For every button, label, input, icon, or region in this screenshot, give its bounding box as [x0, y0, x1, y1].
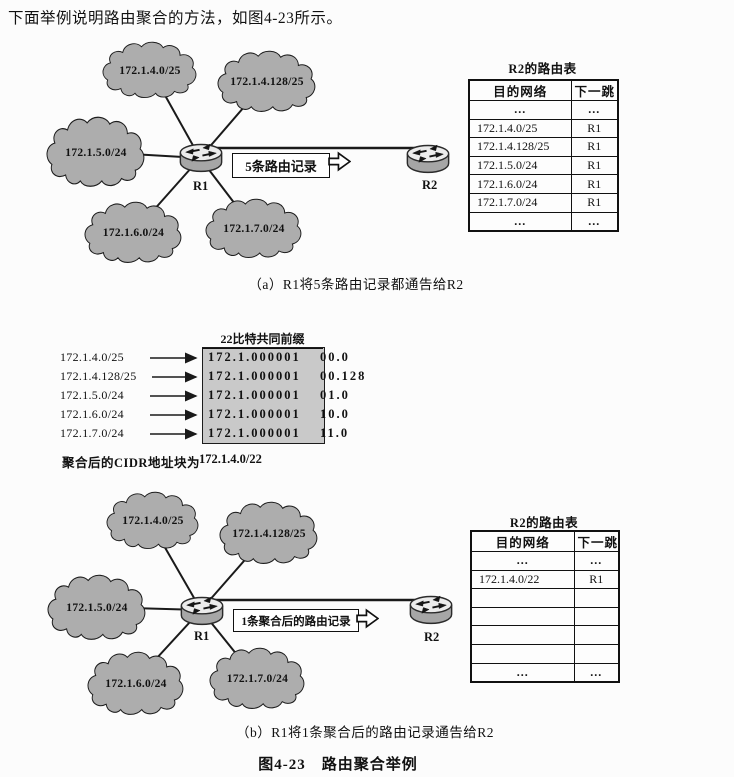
binary-suffix: 10.0	[320, 407, 350, 421]
network-cloud: 172.1.6.0/24	[87, 651, 184, 716]
table-row	[470, 588, 620, 608]
router-r1-icon	[178, 588, 226, 632]
binary-value: 172.1.000001 00.0	[208, 350, 350, 365]
table-row: ......	[470, 662, 620, 683]
table-row	[470, 606, 620, 627]
router-r2-icon	[404, 136, 452, 180]
router-label: R2	[422, 178, 438, 192]
col-header: 下一跳	[570, 79, 619, 101]
route-advert-label: 1条聚合后的路由记录	[241, 615, 351, 628]
network-cloud: 172.1.7.0/24	[205, 198, 302, 259]
router-r1-icon	[177, 135, 225, 179]
binary-prefix: 172.1.000001	[208, 426, 301, 440]
network-cloud: 172.1.4.128/25	[219, 501, 318, 565]
table-row	[470, 625, 620, 645]
col-header: 目的网络	[468, 79, 572, 101]
table-row: ......	[468, 211, 619, 232]
network-label: 172.1.4.0/25	[122, 514, 184, 527]
caption-a: （a）R1将5条路由记录都通告给R2	[248, 277, 464, 292]
network-label: 172.1.7.0/24	[223, 222, 285, 235]
route-advert-box: 5条路由记录	[232, 153, 330, 178]
block-arrow-icon	[328, 152, 351, 171]
router-label: R2	[424, 630, 440, 644]
network-label: 172.1.6.0/24	[102, 226, 165, 239]
binary-suffix: 01.0	[320, 388, 350, 402]
address-label: 172.1.4.128/25	[60, 369, 137, 383]
intro-text: 下面举例说明路由聚合的方法，如图4-23所示。	[8, 10, 343, 27]
binary-value: 172.1.000001 10.0	[208, 407, 350, 422]
address-label: 172.1.6.0/24	[60, 407, 124, 421]
table-row: ......	[470, 551, 620, 571]
table-header-row: 目的网络 下一跳	[468, 79, 619, 101]
router-label: R1	[194, 629, 210, 643]
network-cloud: 172.1.4.128/25	[217, 50, 316, 113]
cidr-result-value: 172.1.4.0/22	[199, 452, 262, 466]
address-label: 172.1.7.0/24	[60, 426, 124, 440]
route-advert-box: 1条聚合后的路由记录	[233, 609, 359, 632]
routing-table-title: R2的路由表	[508, 62, 577, 76]
figure-caption: 图4-23 路由聚合举例	[258, 757, 418, 773]
network-cloud: 172.1.5.0/24	[46, 116, 145, 188]
table-row: ......	[468, 100, 619, 120]
network-label: 172.1.4.128/25	[232, 527, 306, 540]
binary-prefix: 172.1.000001	[208, 407, 301, 421]
binary-value: 172.1.000001 00.128	[208, 369, 366, 384]
cidr-result-label: 聚合后的CIDR地址块为	[62, 456, 200, 470]
common-prefix-box	[202, 347, 325, 444]
binary-suffix: 00.128	[320, 369, 367, 383]
table-header-row: 目的网络 下一跳	[470, 530, 620, 552]
caption-b: （b）R1将1条聚合后的路由记录通告给R2	[235, 725, 494, 740]
address-label: 172.1.4.0/25	[60, 350, 124, 364]
common-prefix-header: 22比特共同前缀	[202, 330, 323, 349]
routing-table-title: R2的路由表	[509, 516, 579, 530]
network-label: 172.1.5.0/24	[66, 601, 128, 614]
network-label: 172.1.5.0/24	[65, 146, 127, 159]
binary-suffix: 00.0	[320, 350, 350, 364]
network-cloud: 172.1.6.0/24	[84, 201, 182, 264]
network-label: 172.1.6.0/24	[105, 677, 167, 690]
address-label: 172.1.5.0/24	[60, 388, 124, 402]
binary-prefix: 172.1.000001	[208, 350, 301, 364]
col-header: 下一跳	[573, 530, 620, 552]
table-row	[470, 643, 620, 664]
binary-value: 172.1.000001 11.0	[208, 426, 349, 441]
router-label: R1	[193, 179, 209, 193]
binary-prefix: 172.1.000001	[208, 388, 301, 402]
network-cloud: 172.1.4.0/25	[102, 41, 197, 99]
col-header: 目的网络	[470, 530, 575, 552]
network-label: 172.1.4.128/25	[230, 75, 304, 88]
route-advert-label: 5条路由记录	[245, 159, 317, 174]
block-arrow-icon	[356, 609, 379, 628]
network-label: 172.1.4.0/25	[119, 64, 181, 77]
binary-suffix: 11.0	[320, 426, 350, 440]
network-cloud: 172.1.5.0/24	[47, 574, 146, 641]
router-r2-icon	[407, 587, 455, 631]
network-label: 172.1.7.0/24	[226, 672, 289, 685]
network-cloud: 172.1.7.0/24	[209, 647, 305, 710]
network-cloud: 172.1.4.0/25	[106, 491, 199, 550]
binary-value: 172.1.000001 01.0	[208, 388, 350, 403]
binary-prefix: 172.1.000001	[208, 369, 301, 383]
